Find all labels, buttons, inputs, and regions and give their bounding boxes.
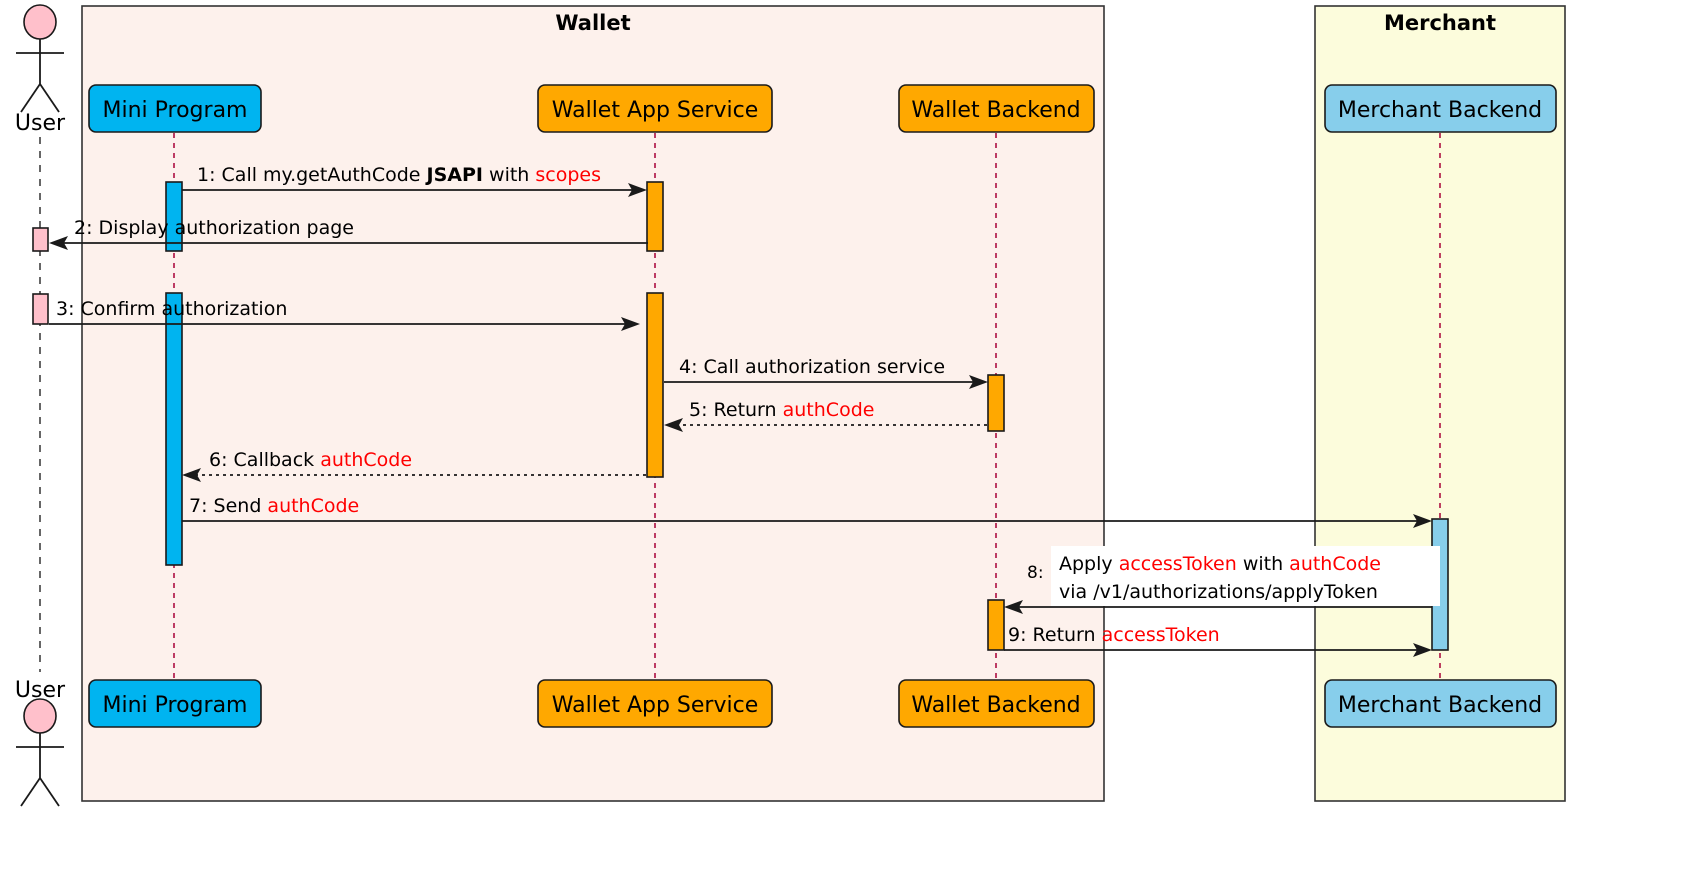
message-8-label-background bbox=[1051, 546, 1440, 606]
participant-label-wallet-backend-bottom: Wallet Backend bbox=[911, 693, 1080, 718]
message-8-number: 8: bbox=[1027, 563, 1044, 583]
message-5-label: 5: Return authCode bbox=[689, 399, 874, 421]
participant-merchant-backend-top[interactable]: Merchant Backend bbox=[1324, 84, 1557, 133]
message-8-label-line2: via /v1/authorizations/applyToken bbox=[1059, 581, 1378, 603]
message-3-label: 3: Confirm authorization bbox=[56, 298, 287, 320]
message-6[interactable]: 6: Callback authCode bbox=[182, 449, 646, 482]
participant-label-mini-program: Mini Program bbox=[103, 98, 248, 123]
message-4-label: 4: Call authorization service bbox=[679, 356, 945, 378]
participant-box bbox=[88, 679, 262, 728]
participant-wallet-backend-top[interactable]: Wallet Backend bbox=[898, 84, 1095, 133]
message-5[interactable]: 5: Return authCode bbox=[664, 399, 987, 432]
message-2-arrowhead bbox=[49, 236, 68, 250]
message-1-label: 1: Call my.getAuthCode JSAPI with scopes bbox=[197, 164, 601, 186]
actor-head-icon bbox=[23, 4, 57, 40]
participant-label-merchant-backend: Merchant Backend bbox=[1338, 98, 1542, 123]
actor-leg-right bbox=[39, 83, 60, 113]
participant-box bbox=[1324, 84, 1557, 133]
message-3[interactable]: 3: Confirm authorization bbox=[49, 298, 640, 331]
participant-wallet-app-service-bottom[interactable]: Wallet App Service bbox=[537, 679, 773, 728]
actor-leg-right-bottom bbox=[39, 777, 60, 807]
participant-box bbox=[898, 679, 1095, 728]
participant-label-wallet-app-service-bottom: Wallet App Service bbox=[552, 693, 759, 718]
group-label-merchant: Merchant bbox=[1384, 11, 1496, 35]
activation-bar-user-2 bbox=[32, 293, 49, 325]
message-4-arrowhead bbox=[969, 375, 988, 389]
message-9-label: 9: Return accessToken bbox=[1008, 624, 1220, 646]
message-9[interactable]: 9: Return accessToken bbox=[1004, 624, 1432, 657]
participant-wallet-backend-bottom[interactable]: Wallet Backend bbox=[898, 679, 1095, 728]
activation-bar-wallet-backend-2 bbox=[987, 599, 1005, 651]
activation-bar-wallet-app-2 bbox=[646, 292, 664, 478]
message-1[interactable]: 1: Call my.getAuthCode JSAPI with scopes bbox=[182, 164, 647, 197]
message-8-arrowhead bbox=[1004, 600, 1023, 614]
message-7-label: 7: Send authCode bbox=[189, 495, 359, 517]
message-4[interactable]: 4: Call authorization service bbox=[664, 356, 988, 389]
participant-label-wallet-backend: Wallet Backend bbox=[911, 98, 1080, 123]
actor-head-icon-bottom bbox=[23, 698, 57, 734]
activation-bar-wallet-backend-1 bbox=[987, 374, 1005, 432]
actor-user-bottom[interactable]: User bbox=[15, 678, 66, 807]
actor-leg-left bbox=[20, 83, 41, 113]
participant-label-mini-program-bottom: Mini Program bbox=[103, 693, 248, 718]
message-9-arrowhead bbox=[1413, 643, 1432, 657]
message-2[interactable]: 2: Display authorization page bbox=[49, 217, 648, 250]
participant-label-merchant-backend-bottom: Merchant Backend bbox=[1338, 693, 1542, 718]
participant-mini-program-bottom[interactable]: Mini Program bbox=[88, 679, 262, 728]
message-6-label: 6: Callback authCode bbox=[209, 449, 412, 471]
message-8[interactable]: 8: Apply accessToken with authCode via /… bbox=[1004, 546, 1440, 614]
participant-box bbox=[898, 84, 1095, 133]
actor-label-user-top: User bbox=[15, 111, 66, 136]
participant-box bbox=[537, 679, 773, 728]
message-6-arrowhead bbox=[182, 468, 201, 482]
message-1-arrowhead bbox=[628, 183, 647, 197]
participant-mini-program-top[interactable]: Mini Program bbox=[88, 84, 262, 133]
participant-merchant-backend-bottom[interactable]: Merchant Backend bbox=[1324, 679, 1557, 728]
actor-user-top[interactable]: User bbox=[15, 4, 66, 136]
activation-bar-user-1 bbox=[32, 227, 49, 252]
message-7[interactable]: 7: Send authCode bbox=[182, 495, 1432, 528]
activation-bar-mini-program-1 bbox=[165, 181, 183, 252]
message-2-label: 2: Display authorization page bbox=[74, 217, 354, 239]
participant-wallet-app-service-top[interactable]: Wallet App Service bbox=[537, 84, 773, 133]
message-3-arrowhead bbox=[621, 317, 640, 331]
participant-box bbox=[88, 84, 262, 133]
activation-bar-wallet-app-1 bbox=[646, 181, 664, 252]
actor-leg-left-bottom bbox=[20, 777, 41, 807]
participant-label-wallet-app-service: Wallet App Service bbox=[552, 98, 759, 123]
group-box-wallet bbox=[81, 5, 1105, 802]
message-7-arrowhead bbox=[1413, 514, 1432, 528]
participant-box bbox=[537, 84, 773, 133]
participant-box bbox=[1324, 679, 1557, 728]
message-5-arrowhead bbox=[664, 418, 683, 432]
message-8-label-line1: Apply accessToken with authCode bbox=[1059, 553, 1381, 575]
group-label-wallet: Wallet bbox=[555, 11, 630, 35]
activation-bar-mini-program-2 bbox=[165, 292, 183, 566]
